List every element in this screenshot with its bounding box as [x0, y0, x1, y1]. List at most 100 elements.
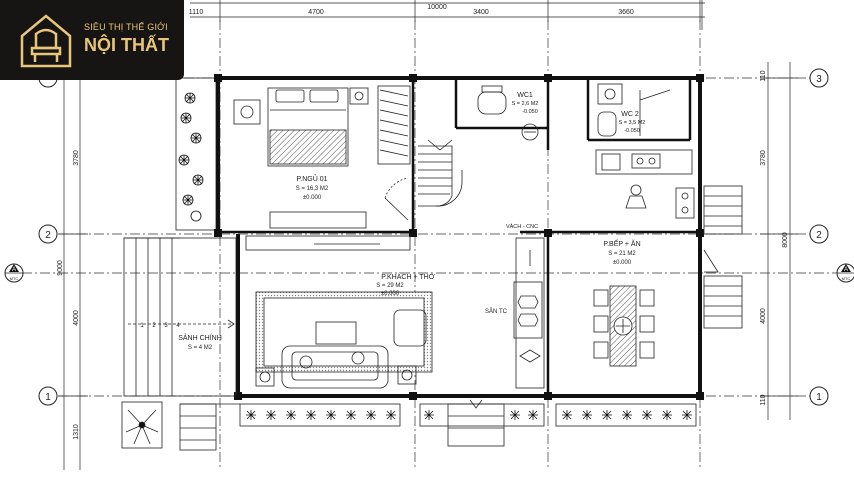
wc1-fixtures	[477, 85, 539, 141]
tv-cabinet-icon	[315, 321, 357, 345]
brand-logo: SIÊU THỊ THẾ GIỚI NỘI THẤT	[0, 0, 184, 80]
sofa-icon	[281, 345, 389, 389]
courtyard-features	[513, 237, 545, 389]
structural-columns	[214, 74, 704, 400]
nightstand-icon	[233, 99, 261, 125]
living-name: P.KHÁCH + THỜ	[381, 272, 434, 281]
altar-cabinet	[245, 235, 411, 251]
dim-left-total: 9000	[57, 260, 64, 276]
living-area: S = 29 M2	[376, 283, 404, 289]
axis-label-2-right: 2	[816, 230, 822, 241]
dresser-icon	[269, 211, 367, 229]
dim-top-seg-3: 3400	[473, 9, 489, 16]
sink-icon	[597, 83, 623, 105]
sink-icon	[601, 153, 621, 171]
stair-step-3: 3	[164, 323, 168, 329]
wc1-level: -0.050	[522, 109, 538, 115]
chair-house-icon	[20, 14, 72, 68]
dim-total-top: 10000	[427, 4, 447, 11]
right-stairs	[703, 185, 743, 329]
kitchen-level: ±0.000	[613, 260, 632, 266]
dim-top-seg-1: 1110	[189, 9, 204, 16]
bedroom-area: S = 16,3 M2	[296, 186, 329, 192]
bottom-planters	[121, 399, 697, 451]
planter-shrubs	[246, 410, 692, 420]
nightstand-icon	[349, 87, 369, 105]
section-marker-right: A MTC	[836, 263, 854, 283]
bedroom-name: P.NGỦ 01	[297, 174, 328, 183]
axis-bubble-1-right: 1	[809, 386, 829, 406]
wc2-area: S = 3,5 M2	[619, 120, 646, 126]
axis-bubble-2-left: 2	[38, 224, 58, 244]
stair-step-1: 1	[140, 323, 144, 329]
courtyard-name: SÂN TC	[485, 308, 508, 315]
top-dimensions	[190, 0, 705, 30]
exterior-walls	[216, 76, 702, 398]
section-a-left: A	[12, 267, 16, 273]
wc2-name: WC 2	[621, 111, 639, 118]
dim-left-bottom: 1310	[73, 424, 80, 440]
section-marker-left: A MTC	[4, 263, 24, 283]
dim-top-seg-4: 3660	[618, 9, 634, 16]
dim-right-total: 8000	[782, 232, 789, 248]
entrance-stairs	[123, 237, 237, 397]
toilet-icon	[597, 111, 617, 137]
shrub-icon	[178, 92, 204, 222]
chair-icon	[639, 341, 655, 359]
floor-drain-icon	[521, 123, 539, 141]
axis-label-2-left: 2	[45, 230, 51, 241]
axis-bubble-1-left: 1	[38, 386, 58, 406]
kitchen-furniture	[593, 149, 719, 367]
kitchen-name: P.BẾP + ĂN	[603, 238, 640, 248]
palm-plant-icon	[125, 409, 159, 445]
side-table-icon	[397, 365, 417, 385]
chair-icon	[593, 315, 609, 333]
coffee-table-icon	[513, 281, 543, 339]
section-ref-right: MTC	[842, 276, 851, 281]
dim-top-seg-2: 4700	[308, 9, 324, 16]
section-ref-left: MTC	[10, 276, 19, 281]
lobby-name: SẢNH CHÍNH	[178, 333, 222, 342]
kitchen-area: S = 21 M2	[608, 251, 636, 257]
axis-bubble-3-right: 3	[809, 68, 829, 88]
side-table-icon	[255, 367, 275, 387]
bedroom-level: ±0.000	[303, 195, 322, 201]
brand-name: NỘI THẤT	[84, 35, 169, 55]
dim-left-lower: 4000	[73, 310, 80, 326]
stove-icon	[675, 187, 695, 219]
wc2-fixtures	[597, 83, 671, 137]
grid-axes	[22, 20, 845, 470]
brand-tagline: SIÊU THỊ THẾ GIỚI	[84, 22, 168, 32]
wardrobe-icon	[377, 85, 411, 165]
chair-icon	[593, 341, 609, 359]
axis-label-1-left: 1	[45, 392, 51, 403]
wc2-level: -0.050	[624, 128, 640, 134]
chair-icon	[639, 315, 655, 333]
door-label: VÁCH - CNC	[506, 223, 538, 230]
bedroom-furniture	[233, 85, 411, 229]
armchair-icon	[393, 309, 427, 347]
axis-bubble-2-right: 2	[809, 224, 829, 244]
axis-label-3: 3	[816, 74, 822, 85]
wc1-name: WC1	[517, 92, 533, 99]
right-dimensions	[760, 62, 798, 420]
living-level: ±0.000	[381, 291, 400, 297]
dim-left-upper: 3780	[73, 150, 80, 166]
stair-step-2: 2	[152, 323, 156, 329]
chair-icon	[593, 289, 609, 307]
wc1-area: S = 2,6 M2	[512, 101, 539, 107]
kitchen-counter	[595, 149, 693, 175]
stair-icon	[418, 139, 463, 207]
stair-step-4: 4	[176, 323, 180, 329]
toilet-icon	[477, 91, 507, 115]
axis-label-1-right: 1	[816, 392, 822, 403]
dim-right-top: 110	[760, 70, 767, 81]
dim-right-bottom: 110	[760, 394, 767, 405]
section-a-right: A	[844, 267, 848, 273]
living-furniture	[245, 235, 433, 389]
lobby-area: S = 4 M2	[188, 345, 213, 351]
left-garden	[175, 77, 217, 231]
chair-icon	[639, 289, 655, 307]
